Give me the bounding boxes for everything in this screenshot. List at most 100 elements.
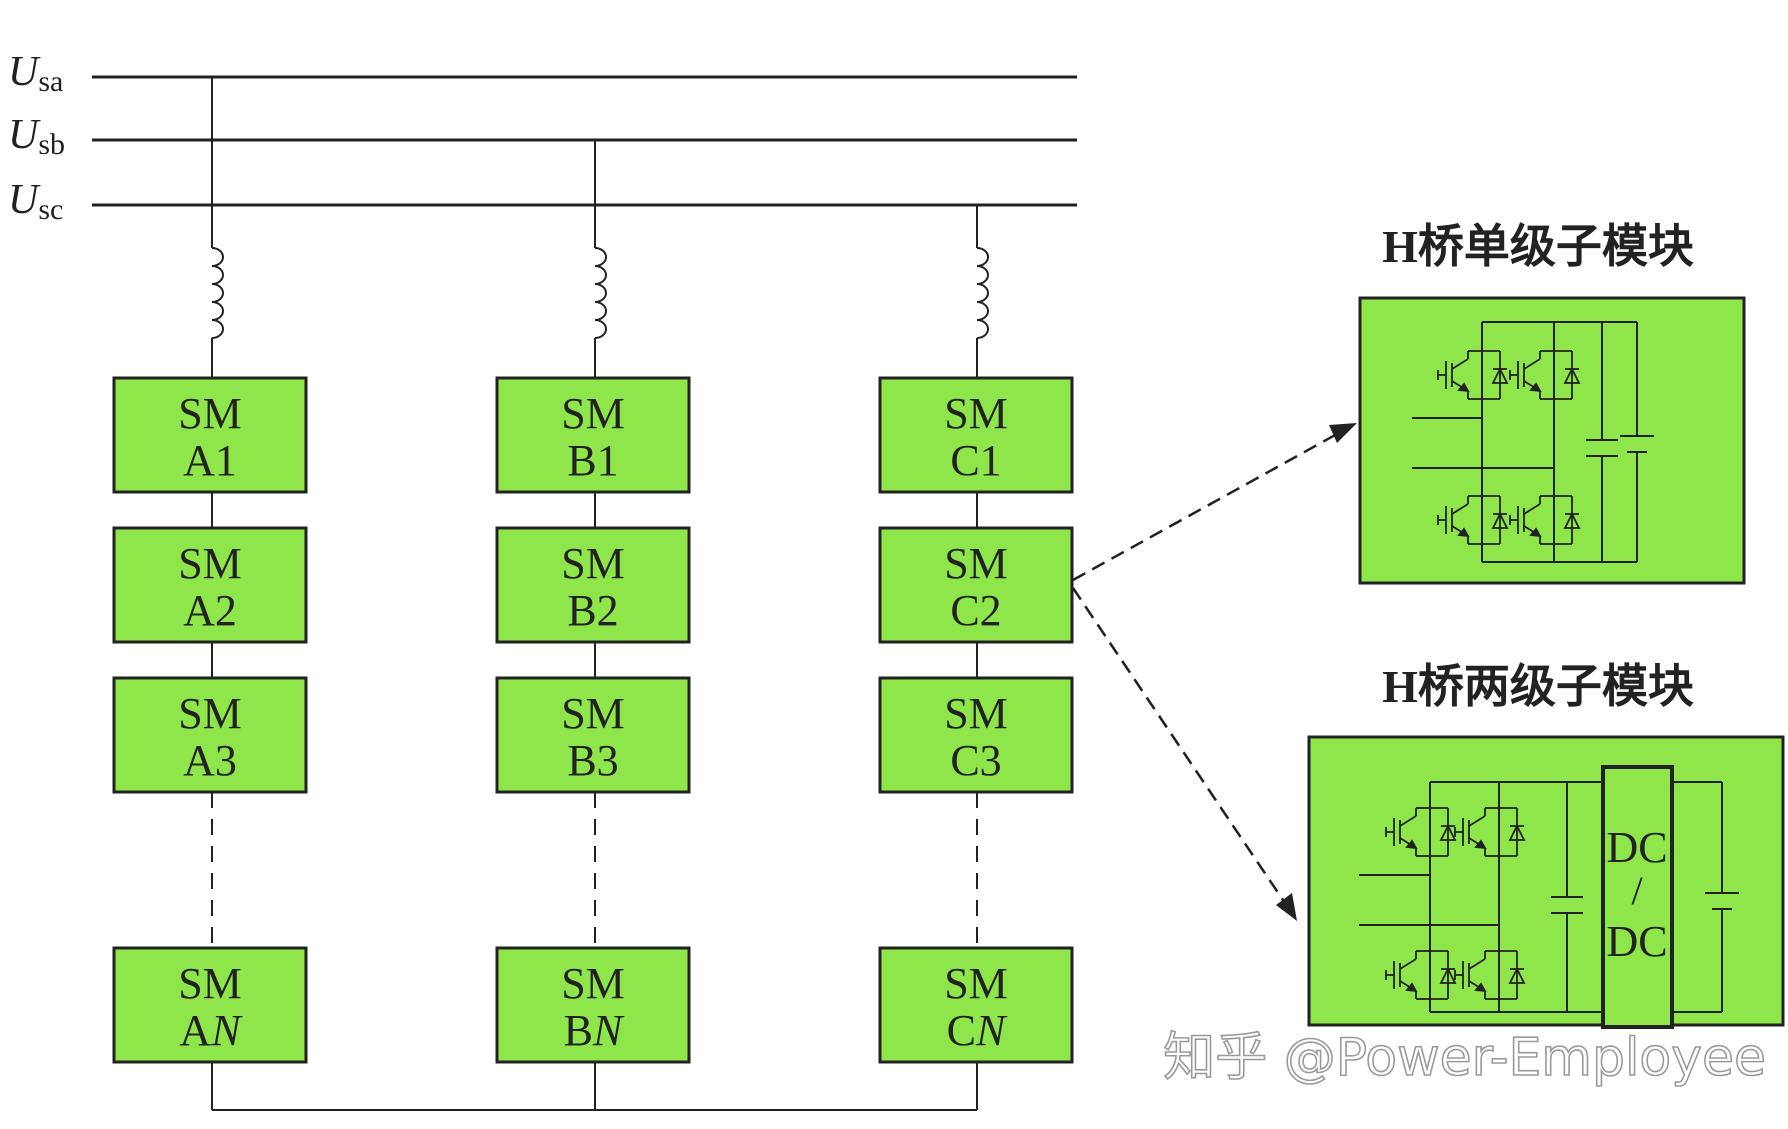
submodule-phase-letter: A <box>179 1006 211 1055</box>
submodule-label-top: SM <box>178 959 242 1008</box>
submodule-grid: SMA1SMA2SMA3SMANSMB1SMB2SMB3SMBNSMC1SMC2… <box>112 376 1074 1064</box>
dcdc-label-top: DC <box>1606 823 1667 872</box>
two-stage-igbt-top-left-icon <box>1385 807 1457 857</box>
submodule-label-top: SM <box>944 539 1008 588</box>
dcdc-converter-block <box>1601 765 1674 1029</box>
submodule-box <box>495 526 691 644</box>
submodule-label-bottom: C1 <box>950 436 1001 485</box>
submodule-box <box>112 526 308 644</box>
two-stage-igbt-top-right-icon <box>1454 807 1526 857</box>
bus-label-b: Usb <box>8 112 65 161</box>
dcdc-label-slash: / <box>1631 868 1643 913</box>
submodule-label-bottom: C3 <box>950 736 1001 785</box>
submodule-phase-letter: B <box>567 736 596 785</box>
submodule-label-bottom: A2 <box>183 586 237 635</box>
two-stage-igbt-bottom-right-icon <box>1454 950 1526 1000</box>
two-stage-title: H桥两级子模块 <box>1382 661 1694 712</box>
two-stage-box <box>1307 735 1785 1027</box>
leg-b <box>594 140 607 1110</box>
submodule-index: 1 <box>597 436 619 485</box>
submodule-box <box>878 676 1074 794</box>
submodule-label-top: SM <box>561 539 625 588</box>
submodule-label-top: SM <box>178 389 242 438</box>
submodule-box <box>112 946 308 1064</box>
submodule-phase-letter: A <box>183 736 215 785</box>
submodule-label-top: SM <box>944 689 1008 738</box>
arrow-head-two-stage-icon <box>1276 893 1297 921</box>
submodule-index: 2 <box>980 586 1002 635</box>
submodule-label-top: SM <box>561 389 625 438</box>
single-stage-title: H桥单级子模块 <box>1382 221 1694 272</box>
inductor-b-icon <box>594 247 607 339</box>
submodule-index: 3 <box>215 736 237 785</box>
submodule-label-top: SM <box>561 959 625 1008</box>
bus-lines: Usa Usb Usc <box>8 49 1077 226</box>
submodule-phase-letter: C <box>950 436 979 485</box>
arrow-head-single-stage-icon <box>1329 423 1357 443</box>
submodule-box <box>112 676 308 794</box>
submodule-label-bottom: B2 <box>567 586 618 635</box>
submodule-index: 2 <box>597 586 619 635</box>
submodule-phase-letter: A <box>183 436 215 485</box>
submodule-phase-letter: C <box>947 1006 976 1055</box>
single-stage-detail <box>1358 296 1746 585</box>
submodule-box <box>878 526 1074 644</box>
leg-c <box>976 205 989 1110</box>
single-stage-igbt-bottom-right-icon <box>1509 495 1581 545</box>
submodule-index: 1 <box>980 436 1002 485</box>
submodule-box <box>495 376 691 494</box>
submodule-label-bottom: B1 <box>567 436 618 485</box>
submodule-box <box>495 946 691 1064</box>
submodule-index: 2 <box>215 586 237 635</box>
submodule-index: 1 <box>215 436 237 485</box>
submodule-phase-letter: C <box>950 586 979 635</box>
submodule-label-top: SM <box>178 539 242 588</box>
submodule-index: N <box>975 1006 1008 1055</box>
bus-label-c: Usc <box>8 177 63 226</box>
submodule-phase-letter: B <box>567 586 596 635</box>
submodule-box <box>878 946 1074 1064</box>
submodule-box <box>878 376 1074 494</box>
bus-label-a: Usa <box>8 49 63 98</box>
watermark-text: 知乎 @Power-Employee <box>1163 1028 1766 1088</box>
two-stage-detail: DC / DC <box>1307 735 1785 1029</box>
submodule-index: N <box>592 1006 625 1055</box>
submodule-label-bottom: AN <box>179 1006 243 1055</box>
submodule-label-bottom: BN <box>564 1006 625 1055</box>
submodule-phase-letter: A <box>183 586 215 635</box>
submodule-label-top: SM <box>561 689 625 738</box>
submodule-label-top: SM <box>944 959 1008 1008</box>
submodule-label-top: SM <box>178 689 242 738</box>
inductor-c-icon <box>976 247 989 339</box>
submodule-index: N <box>210 1006 243 1055</box>
submodule-label-bottom: A1 <box>183 436 237 485</box>
submodule-label-bottom: A3 <box>183 736 237 785</box>
single-stage-igbt-top-left-icon <box>1437 350 1509 400</box>
submodule-label-bottom: CN <box>947 1006 1008 1055</box>
submodule-phase-letter: B <box>564 1006 593 1055</box>
submodule-phase-letter: B <box>567 436 596 485</box>
submodule-box <box>495 676 691 794</box>
inductor-a-icon <box>211 247 224 339</box>
single-stage-igbt-bottom-left-icon <box>1437 495 1509 545</box>
leg-a <box>211 77 224 1110</box>
submodule-label-bottom: C2 <box>950 586 1001 635</box>
submodule-index: 3 <box>980 736 1002 785</box>
submodule-box <box>112 376 308 494</box>
submodule-phase-letter: C <box>950 736 979 785</box>
two-stage-igbt-bottom-left-icon <box>1385 950 1457 1000</box>
